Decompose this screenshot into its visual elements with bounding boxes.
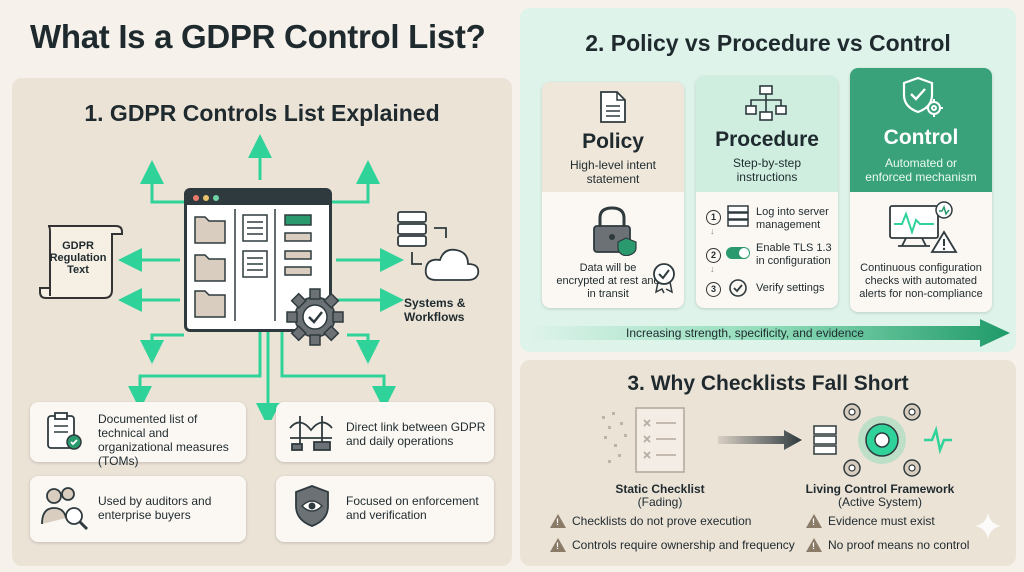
step-2-number: 2 xyxy=(706,248,721,263)
fading-checklist-icon xyxy=(602,407,685,473)
main-title: What Is a GDPR Control List? xyxy=(30,18,486,55)
certificate-seal-icon xyxy=(653,263,675,294)
monitor-alert-icon xyxy=(889,201,958,253)
warning-row-left-2: ! Controls require ownership and frequen… xyxy=(550,538,795,552)
static-sub: (Fading) xyxy=(637,495,683,509)
warning-icon: ! xyxy=(550,514,566,528)
procedure-name: Procedure xyxy=(715,128,819,151)
feature-text-toms: Documented list of technical and organiz… xyxy=(98,412,229,468)
feature-text-auditors: Used by auditors and enterprise buyers xyxy=(98,494,212,522)
policy-name: Policy xyxy=(582,130,644,153)
strength-arrow-label: Increasing strength, specificity, and ev… xyxy=(626,326,864,340)
regulation-scroll-icon xyxy=(39,225,123,299)
static-title: Static Checklist xyxy=(615,482,705,496)
living-framework-icon xyxy=(813,403,952,477)
sparkle-icon xyxy=(975,513,1001,539)
clipboard-check-icon xyxy=(47,412,82,450)
gear-check-icon xyxy=(286,288,344,346)
window-content-icon xyxy=(194,209,312,321)
section1-title: 1. GDPR Controls List Explained xyxy=(84,100,440,126)
step-arrow-down-1: ↓ xyxy=(710,226,715,236)
bridge-icon xyxy=(289,416,333,451)
systems-cloud-icon xyxy=(397,211,480,281)
shield-eye-icon xyxy=(295,485,329,527)
step-3-number: 3 xyxy=(706,282,721,297)
padlock-icon xyxy=(593,206,637,256)
section3-panel xyxy=(520,360,1016,566)
step-1-number: 1 xyxy=(706,210,721,225)
living-title: Living Control Framework xyxy=(805,482,955,496)
step-2-text: Enable TLS 1.3 in configuration xyxy=(756,242,832,267)
control-name: Control xyxy=(883,126,959,149)
systems-label: Systems & Workflows xyxy=(404,296,466,324)
server-icon xyxy=(727,205,749,227)
regulation-label: GDPR Regulation Text xyxy=(49,240,107,276)
shield-gear-icon xyxy=(902,76,943,117)
document-icon xyxy=(600,91,626,123)
procedure-sub: Step-by-step instructions xyxy=(732,156,802,184)
control-card xyxy=(850,68,992,312)
step-3-text: Verify settings xyxy=(756,282,825,294)
people-search-icon xyxy=(41,487,89,531)
flowchart-icon xyxy=(745,85,787,121)
policy-example: Data will be encrypted at rest and in tr… xyxy=(556,262,660,300)
step-1-text: Log into server management xyxy=(756,206,829,231)
control-sub: Automated or enforced mechanism xyxy=(865,156,977,184)
toggle-switch-icon xyxy=(726,247,750,259)
check-circle-icon xyxy=(729,279,747,297)
warning-row-right-1: ! Evidence must exist xyxy=(806,514,935,528)
feature-text-link: Direct link between GDPR and daily opera… xyxy=(346,420,486,448)
warning-icon: ! xyxy=(550,538,566,552)
section2-title: 2. Policy vs Procedure vs Control xyxy=(585,30,951,56)
connector-arrows xyxy=(118,134,404,420)
warning-icon: ! xyxy=(806,538,822,552)
step-arrow-down-2: ↓ xyxy=(710,264,715,274)
policy-sub: High-level intent statement xyxy=(569,158,657,186)
control-example: Continuous configuration checks with aut… xyxy=(859,262,983,300)
strength-arrow xyxy=(530,319,1010,347)
feature-text-enforcement: Focused on enforcement and verification xyxy=(346,494,479,522)
feature-card-link xyxy=(276,402,494,462)
section3-title: 3. Why Checklists Fall Short xyxy=(627,372,909,395)
feature-card-auditors xyxy=(30,476,246,542)
warning-icon: ! xyxy=(806,514,822,528)
living-sub: (Active System) xyxy=(837,495,922,509)
warning-row-left-1: ! Checklists do not prove execution xyxy=(550,514,751,528)
transition-arrow xyxy=(718,430,802,450)
warning-row-right-2: ! No proof means no control xyxy=(806,538,969,552)
procedure-card xyxy=(696,76,838,308)
